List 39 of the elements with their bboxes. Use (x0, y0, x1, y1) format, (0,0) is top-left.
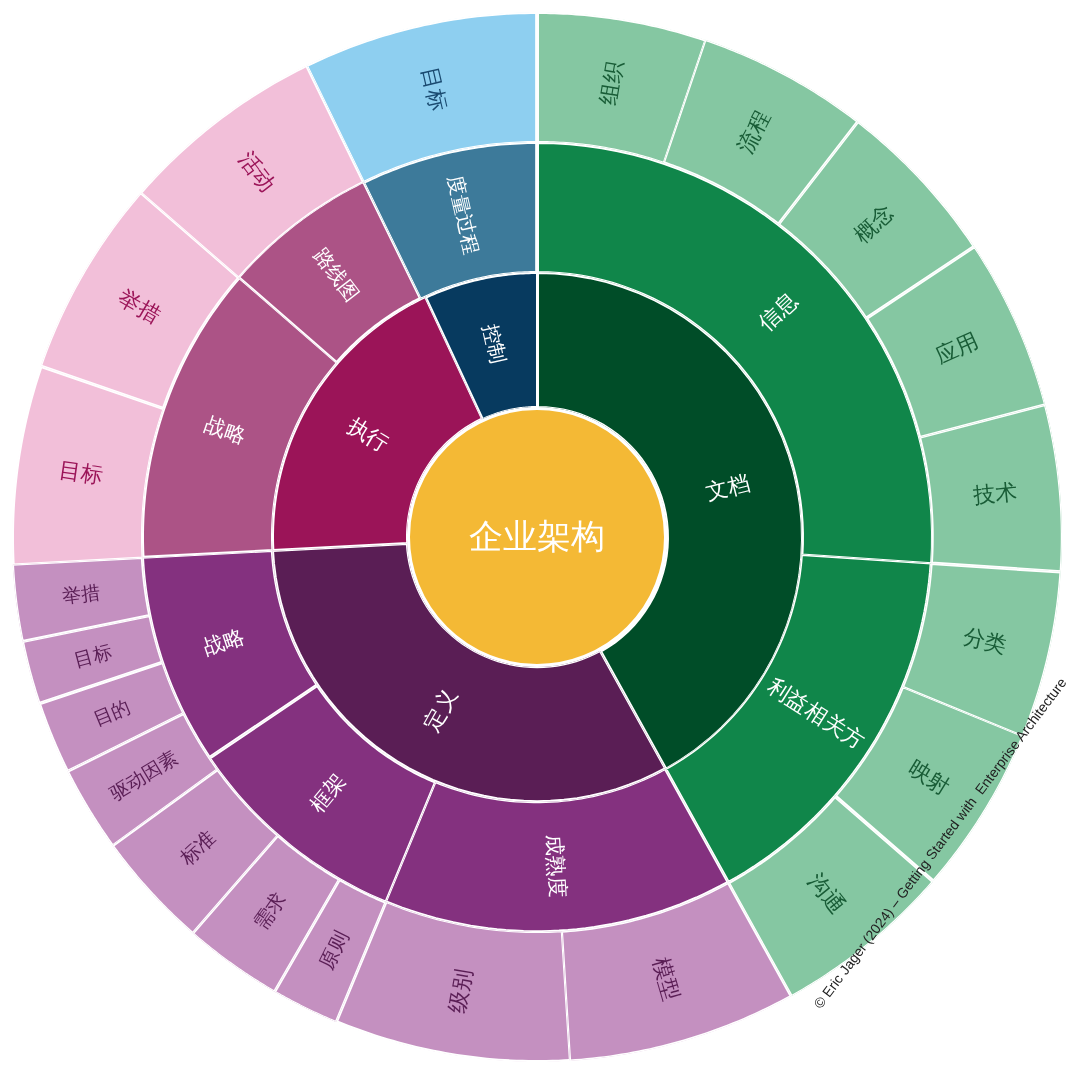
segment-label: 控制 (477, 321, 512, 367)
segment-label: 模型 (647, 953, 686, 1004)
segment-label: 举措 (60, 579, 102, 610)
segment-label: 路线图 (307, 243, 366, 308)
segment-label: 目标 (70, 638, 115, 673)
ring-segment (362, 140, 539, 301)
segment-label: 目标 (415, 63, 453, 114)
segment-label: 分类 (960, 622, 1010, 660)
segment-label: 驱动因素 (104, 744, 183, 806)
segment-label: 框架 (304, 767, 352, 818)
segment-label: 活动 (233, 145, 282, 199)
ring-segment (11, 556, 152, 644)
segment-label: 信息 (752, 286, 804, 338)
segment-label: 组织 (594, 58, 629, 108)
segment-label: 应用 (930, 327, 983, 372)
segment-label: 目标 (57, 456, 106, 490)
ring-segment (917, 403, 1064, 574)
segment-label: 度量过程 (441, 173, 485, 258)
segment-label: 标准 (174, 824, 222, 872)
center-label: 企业架构 (469, 515, 605, 558)
segment-label: 概念 (847, 198, 899, 250)
segment-label: 举措 (112, 283, 166, 331)
segment-label: 级别 (444, 966, 478, 1015)
segment-label: 执行 (341, 411, 395, 459)
ring-segment (384, 767, 730, 934)
segment-label: 技术 (971, 477, 1019, 510)
segment-label: 需求 (247, 887, 292, 936)
segment-label: 流程 (731, 105, 777, 159)
segment-label: 利益相关方 (761, 672, 870, 756)
ring-segment (423, 270, 539, 421)
segment-label: 战略 (199, 622, 249, 662)
segment-label: 原则 (312, 925, 354, 974)
segment-label: 战略 (200, 410, 250, 450)
segment-label: 成熟度 (540, 834, 571, 899)
segment-label: 映射 (902, 754, 956, 803)
segment-label: 沟通 (802, 868, 852, 921)
segment-label: 定义 (418, 683, 464, 737)
segment-label: 文档 (703, 468, 754, 507)
segment-label: 目的 (89, 693, 135, 732)
